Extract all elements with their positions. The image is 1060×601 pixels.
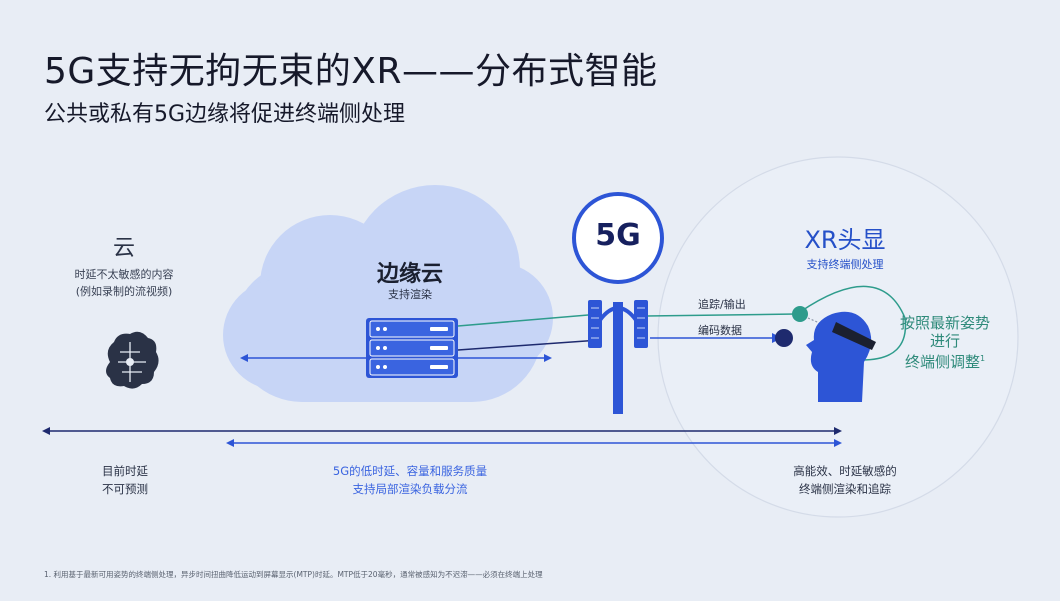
edge-cloud-desc: 支持渲染 [388, 288, 432, 301]
page-title: 5G支持无拘无束的XR——分布式智能 [44, 51, 658, 92]
adjust-line2: 进行 [929, 332, 960, 350]
footnote: 1. 利用基于最新可用姿势的终端侧处理，异步时间扭曲降低运动到屏幕显示(MTP)… [44, 570, 543, 579]
edge-cloud-title: 边缘云 [376, 262, 443, 287]
long-double-arrow-navy [42, 427, 842, 435]
brain-icon [106, 331, 159, 389]
bottom-left-line1: 目前时延 [102, 464, 148, 478]
encoded-node [775, 329, 793, 347]
cloud-desc-line1: 时延不太敏感的内容 [74, 268, 174, 281]
5g-badge-circle [572, 192, 664, 284]
xr-headset-title: XR头显 [804, 226, 886, 254]
bottom-middle-line2: 支持局部渲染负载分流 [352, 482, 468, 496]
adjust-line3: 终端侧调整1 [880, 350, 1010, 371]
page-subtitle: 公共或私有5G边缘将促进终端侧处理 [44, 102, 406, 127]
adjust-footnote-marker: 1 [979, 354, 986, 363]
bottom-right-line1: 高能效、时延敏感的 [793, 464, 897, 478]
tracking-link-label: 追踪/输出 [698, 298, 746, 311]
bottom-left-line2: 不可预测 [102, 482, 148, 496]
server-icon [366, 318, 458, 378]
tracking-line [645, 313, 797, 317]
cloud-desc-line2: (例如录制的流视频) [75, 285, 173, 298]
server-to-tower-blue-line [457, 339, 601, 351]
bottom-right-line2: 终端侧渲染和追踪 [799, 482, 891, 496]
5g-badge-label: 5G [595, 218, 641, 253]
encoded-link-label: 编码数据 [698, 324, 742, 337]
bottom-middle-note: 5G的低时延、容量和服务质量 支持局部渲染负载分流 [290, 462, 530, 498]
adjust-line1: 按照最新姿势 [899, 314, 990, 332]
cloud-description: 时延不太敏感的内容 (例如录制的流视频) [44, 266, 204, 300]
server-to-tower-teal-line [457, 313, 601, 327]
cell-tower-icon [588, 300, 648, 414]
bottom-middle-line1: 5G的低时延、容量和服务质量 [332, 464, 488, 478]
bottom-right-note: 高能效、时延敏感的 终端侧渲染和追踪 [760, 462, 930, 498]
tracking-node [792, 306, 808, 322]
cloud-title: 云 [112, 236, 135, 261]
pose-adjust-note: 按照最新姿势 进行 终端侧调整1 [880, 314, 1010, 371]
adjust-line3-text: 终端侧调整 [904, 353, 980, 371]
xr-headset-desc: 支持终端侧处理 [806, 258, 884, 271]
tracking-arc [799, 285, 907, 361]
bottom-left-note: 目前时延 不可预测 [70, 462, 180, 498]
long-double-arrow-blue [226, 439, 842, 447]
xr-glasses-icon [832, 322, 876, 350]
